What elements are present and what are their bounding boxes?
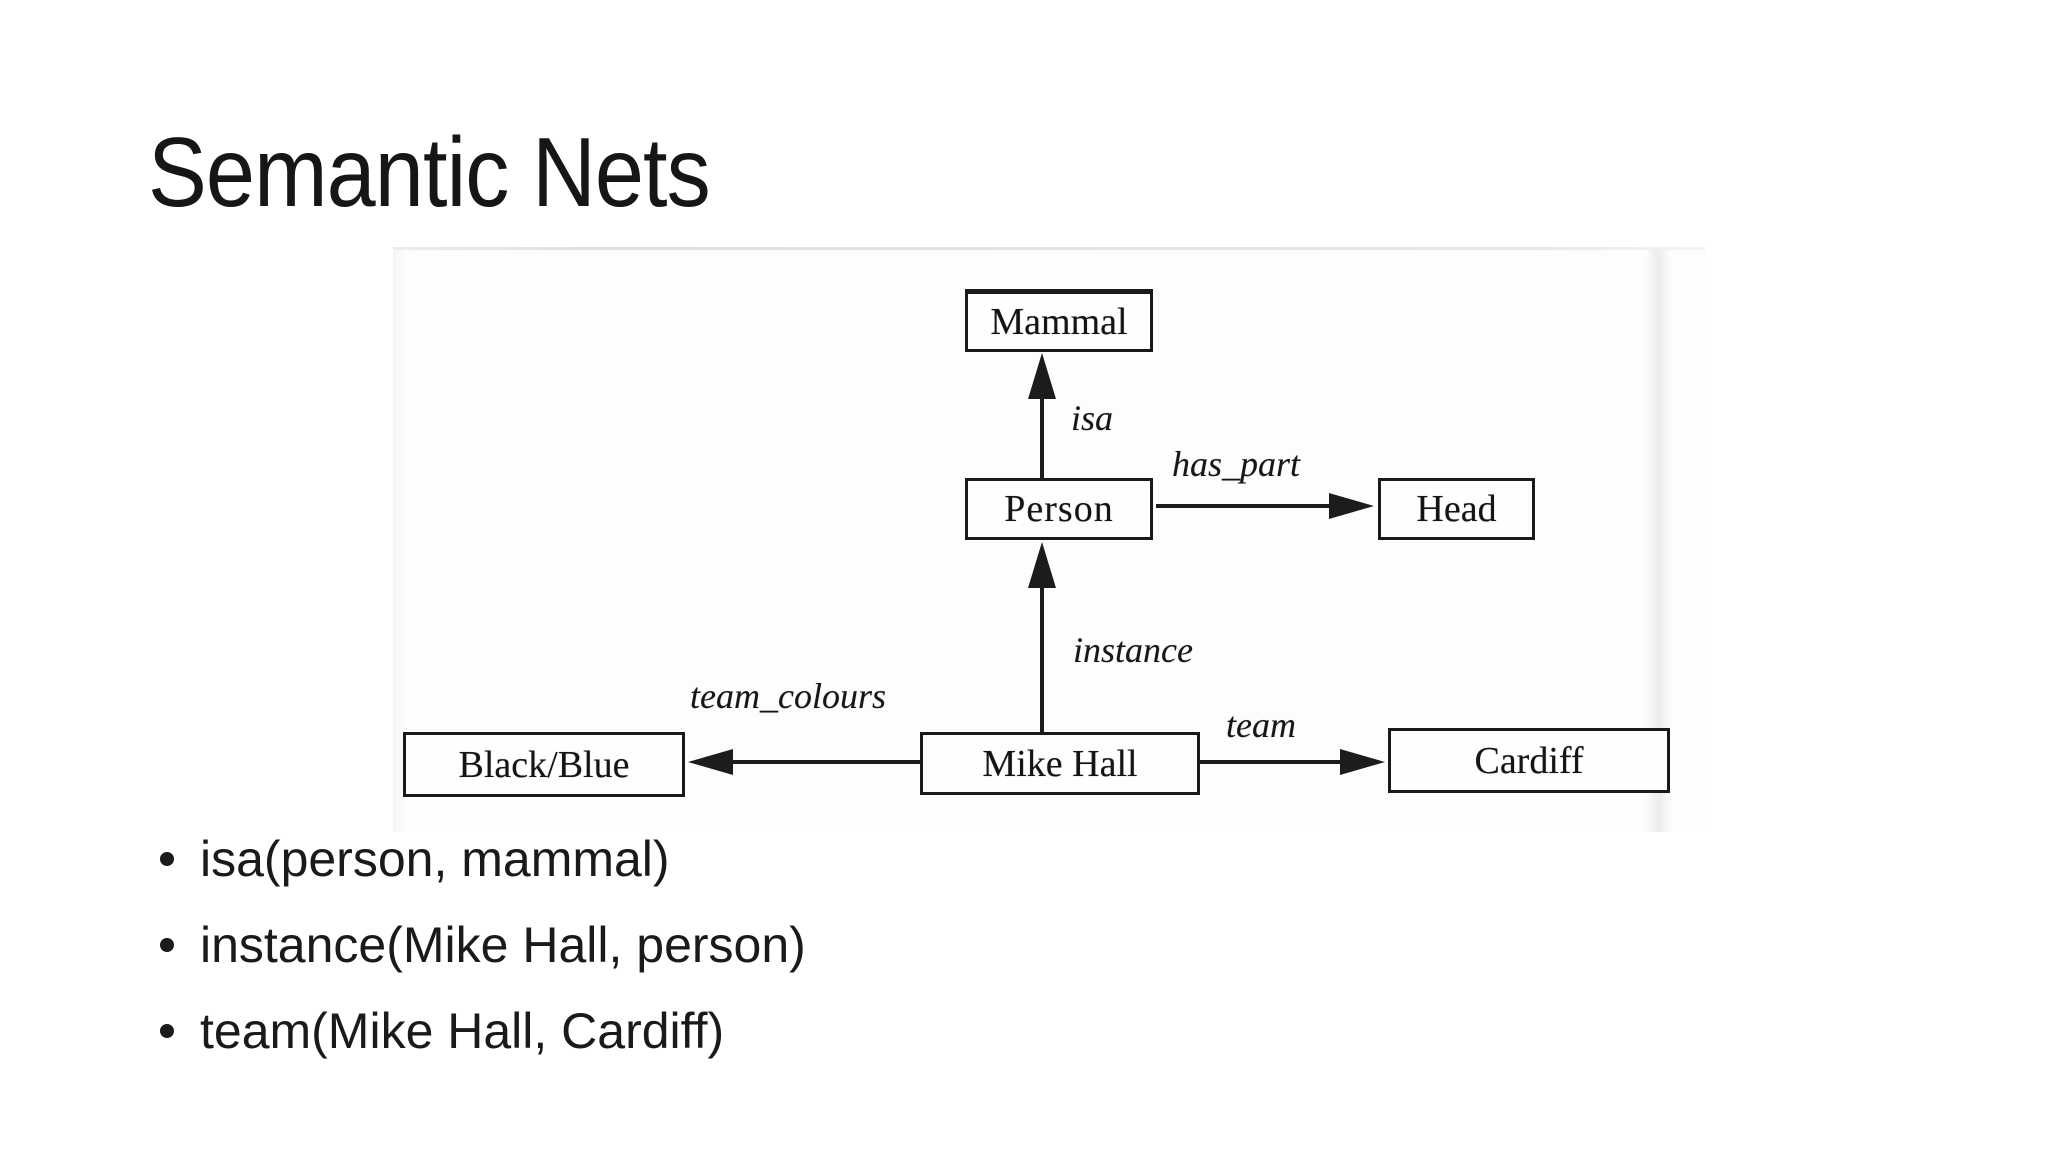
edge-instance-label: instance bbox=[1073, 630, 1193, 670]
node-mike-hall: Mike Hall bbox=[920, 732, 1200, 795]
edge-team-colours-line bbox=[731, 760, 921, 764]
edge-has-part-line bbox=[1156, 504, 1334, 508]
node-cardiff: Cardiff bbox=[1388, 728, 1670, 793]
node-head: Head bbox=[1378, 478, 1535, 540]
bullet-dot-icon bbox=[160, 852, 174, 866]
edge-isa-arrowhead-icon bbox=[1028, 353, 1056, 399]
edge-team-colours-arrowhead-icon bbox=[688, 749, 733, 775]
edge-team-arrowhead-icon bbox=[1340, 749, 1385, 775]
bullet-text-instance: instance(Mike Hall, person) bbox=[200, 917, 806, 973]
bullet-item: team(Mike Hall, Cardiff) bbox=[148, 988, 1048, 1074]
bullet-list: isa(person, mammal) instance(Mike Hall, … bbox=[148, 816, 1048, 1074]
semantic-net-figure: Mammal Person Head Black/Blue Mike Hall … bbox=[393, 247, 1705, 832]
edge-has-part-arrowhead-icon bbox=[1329, 493, 1374, 519]
edge-instance-line bbox=[1040, 585, 1044, 732]
node-black-blue: Black/Blue bbox=[403, 732, 685, 797]
bullet-text-isa: isa(person, mammal) bbox=[200, 831, 670, 887]
edge-team-colours-label: team_colours bbox=[690, 676, 886, 716]
bullet-dot-icon bbox=[160, 938, 174, 952]
edge-isa-label: isa bbox=[1071, 398, 1114, 438]
scan-top-edge bbox=[393, 247, 1705, 250]
edge-isa-line bbox=[1040, 389, 1044, 479]
slide-title: Semantic Nets bbox=[148, 117, 711, 227]
scan-left-edge bbox=[393, 250, 407, 832]
edge-has-part-label: has_part bbox=[1172, 444, 1301, 484]
edge-team-line bbox=[1200, 760, 1340, 764]
node-mammal: Mammal bbox=[965, 289, 1153, 352]
bullet-text-team: team(Mike Hall, Cardiff) bbox=[200, 1003, 725, 1059]
edge-instance-arrowhead-icon bbox=[1028, 542, 1056, 588]
bullet-dot-icon bbox=[160, 1024, 174, 1038]
bullet-item: isa(person, mammal) bbox=[148, 816, 1048, 902]
bullet-item: instance(Mike Hall, person) bbox=[148, 902, 1048, 988]
node-person: Person bbox=[965, 478, 1153, 540]
edge-team-label: team bbox=[1226, 705, 1296, 745]
